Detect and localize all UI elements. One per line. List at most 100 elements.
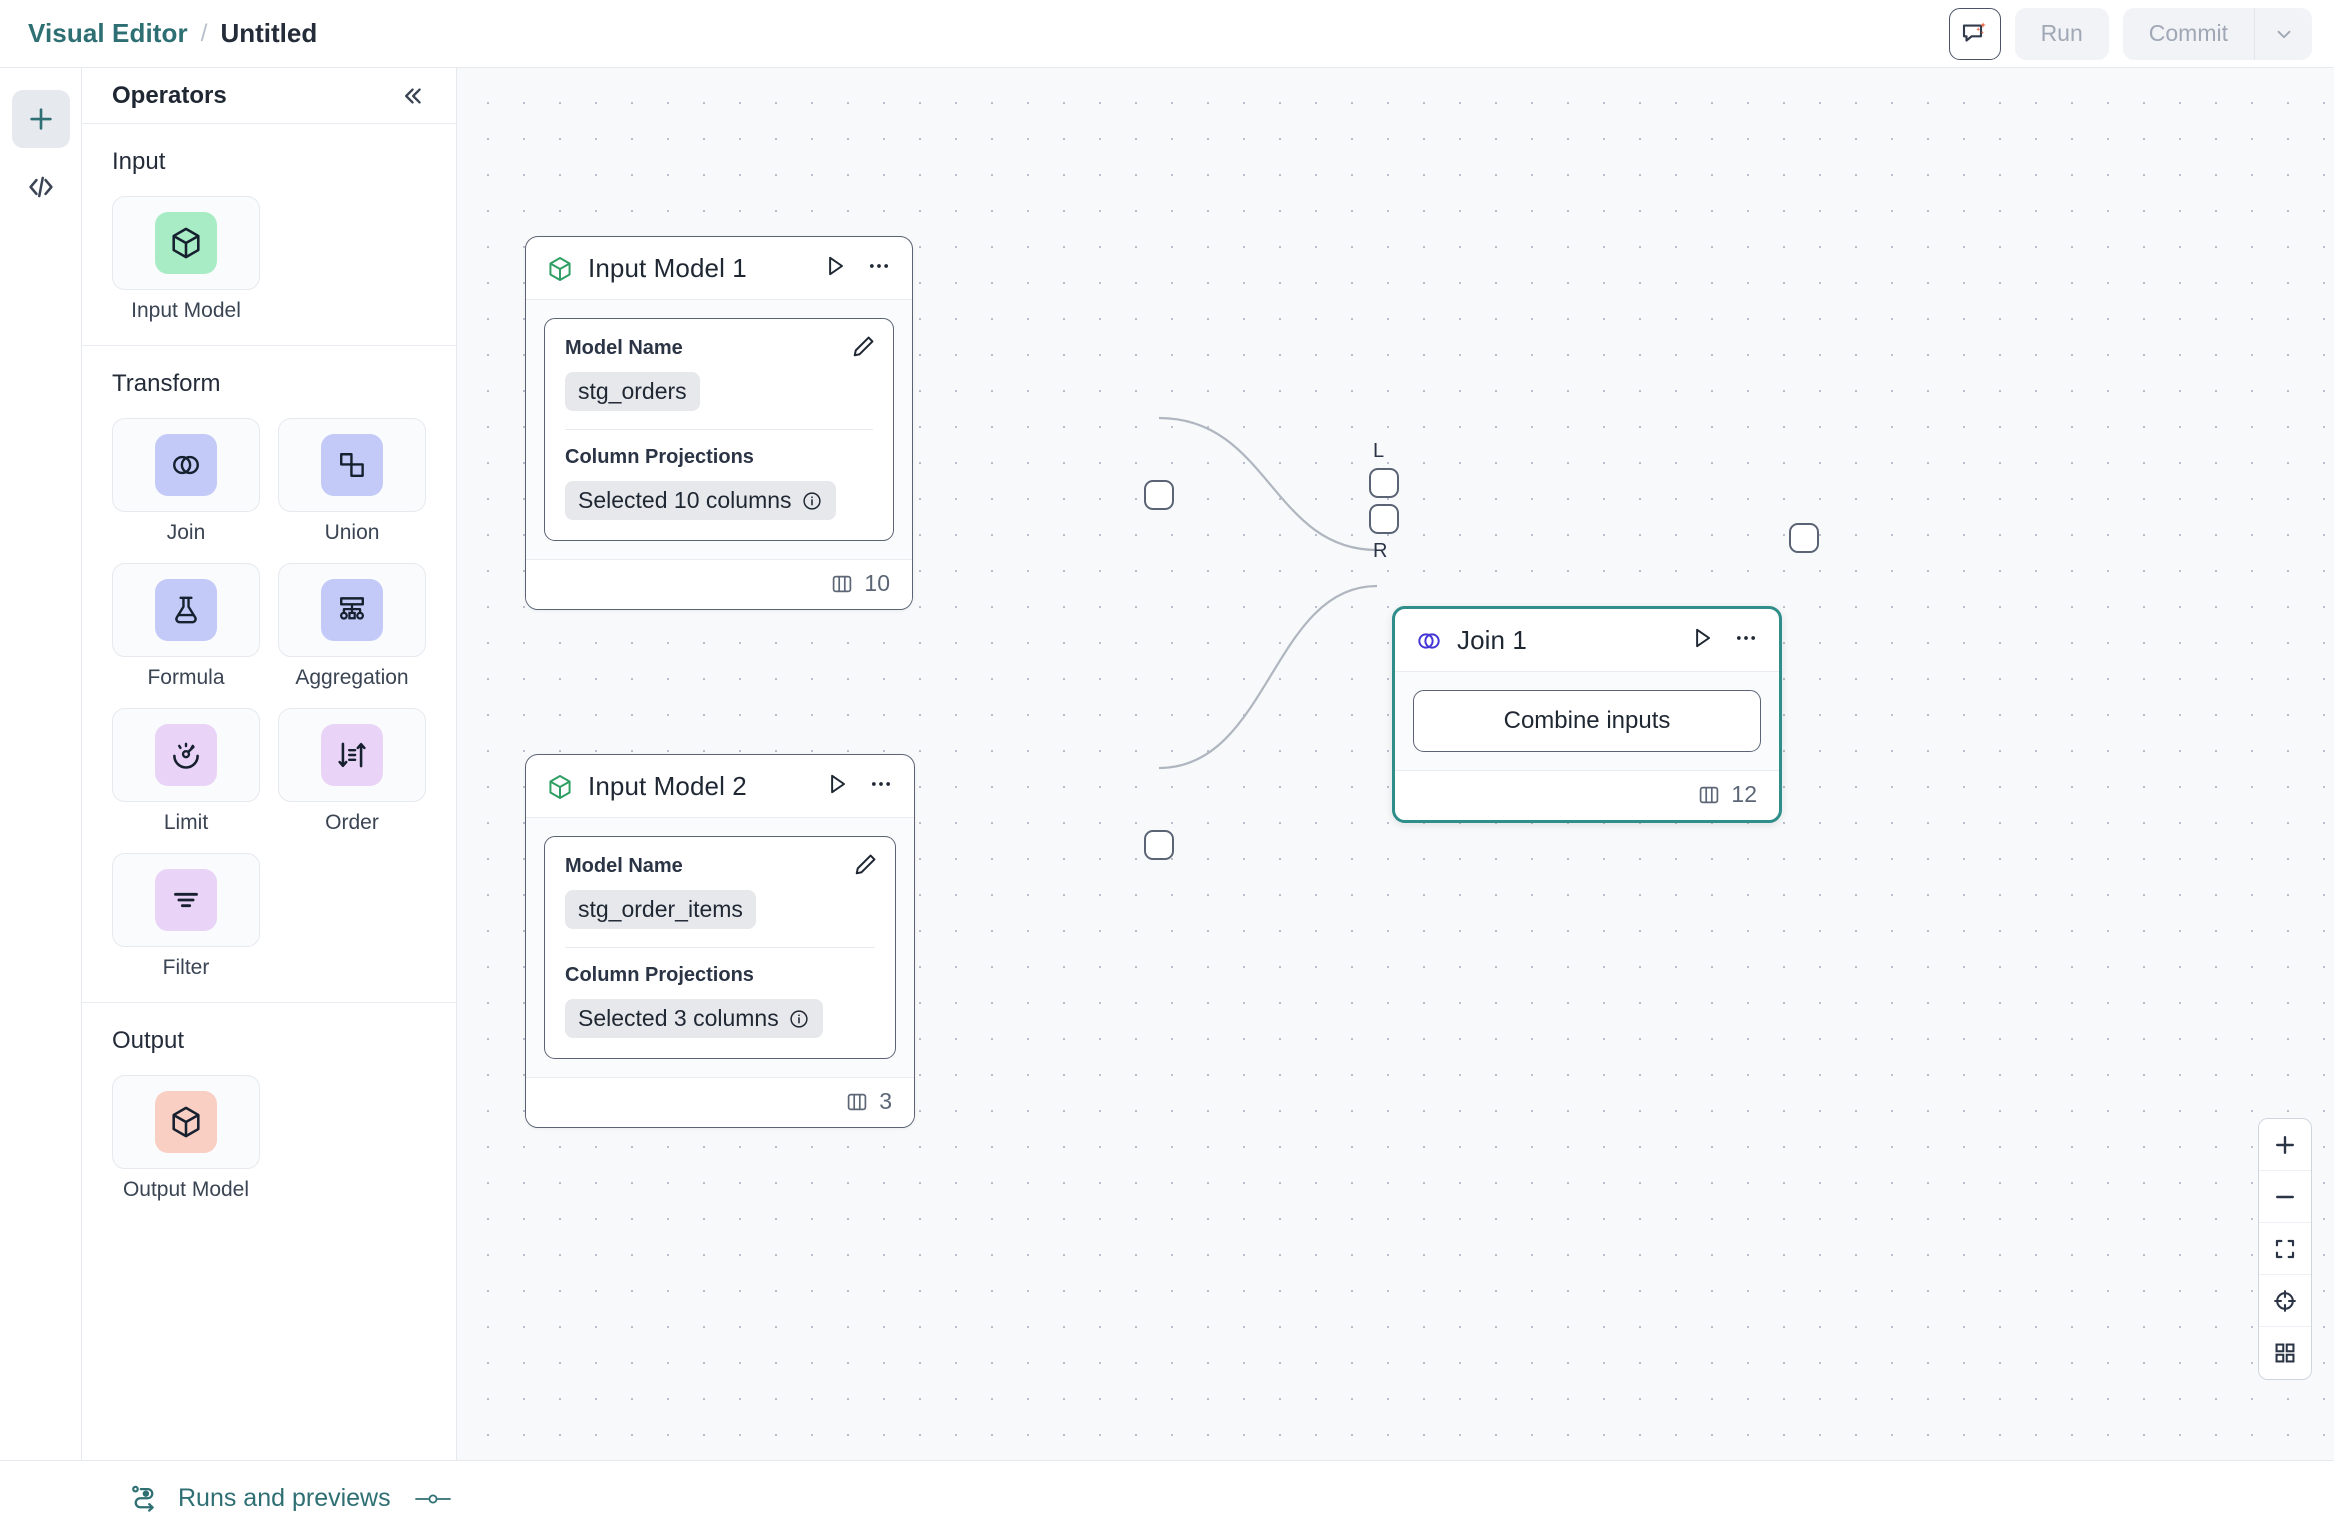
operators-section-input: Input Input Model xyxy=(82,124,456,346)
zoom-in-button[interactable] xyxy=(2259,1119,2311,1171)
operator-union[interactable]: Union xyxy=(278,418,426,545)
columns-icon xyxy=(833,575,852,592)
breadcrumb: Visual Editor / Untitled xyxy=(28,18,317,49)
node-column-count: 3 xyxy=(879,1088,892,1114)
field-label-column-projections: Column Projections xyxy=(565,964,754,986)
node-menu-button[interactable] xyxy=(866,253,892,284)
node-header-actions xyxy=(824,771,894,802)
play-icon xyxy=(829,256,844,276)
operator-tile xyxy=(112,418,260,512)
port-label-left: L xyxy=(1373,440,1385,462)
port-input-join-right[interactable] xyxy=(1369,504,1399,534)
node-input-model-1[interactable]: Input Model 1 xyxy=(525,236,913,610)
port-input-join-left[interactable] xyxy=(1369,468,1399,498)
edit-model-button[interactable] xyxy=(849,333,877,366)
node-run-button[interactable] xyxy=(822,253,848,284)
gauge-icon xyxy=(173,742,199,769)
pencil-icon xyxy=(855,854,876,875)
operator-tile xyxy=(112,196,260,290)
node-header-actions xyxy=(822,253,892,284)
chevrons-left-icon xyxy=(405,87,421,104)
column-projections-chip[interactable]: Selected 3 columns xyxy=(565,999,823,1038)
section-title-transform: Transform xyxy=(112,370,221,397)
divider xyxy=(565,947,875,948)
node-menu-button[interactable] xyxy=(868,771,894,802)
operator-input-model[interactable]: Input Model xyxy=(112,196,260,323)
operator-label: Filter xyxy=(162,956,210,979)
breadcrumb-root[interactable]: Visual Editor xyxy=(28,18,188,48)
column-projections-chip[interactable]: Selected 10 columns xyxy=(565,481,836,520)
grid-toggle-icon xyxy=(2275,1343,2295,1363)
column-projections-value: Selected 10 columns xyxy=(578,487,792,513)
field-label-model-name: Model Name xyxy=(565,337,683,359)
ai-chat-sparkle-icon-button[interactable] xyxy=(1948,7,2001,60)
node-input-model-2[interactable]: Input Model 2 xyxy=(525,754,915,1128)
node-run-button[interactable] xyxy=(824,771,850,802)
operator-swatch xyxy=(155,212,217,274)
recenter-button[interactable] xyxy=(2259,1275,2311,1327)
zoom-out-button[interactable] xyxy=(2259,1171,2311,1223)
more-horizontal-icon xyxy=(872,782,890,786)
node-header: Input Model 2 xyxy=(526,755,914,817)
commit-dropdown-button[interactable] xyxy=(2254,7,2312,60)
columns-icon xyxy=(1700,786,1719,803)
fit-screen-button[interactable] xyxy=(2259,1223,2311,1275)
top-bar-actions: Run Commit xyxy=(1948,7,2312,60)
commit-button-group: Commit xyxy=(2122,7,2312,60)
operator-swatch xyxy=(155,869,217,931)
runs-and-previews-button[interactable]: Runs and previews xyxy=(128,1483,391,1515)
operator-order[interactable]: Order xyxy=(278,708,426,835)
commit-button[interactable]: Commit xyxy=(2123,8,2254,60)
union-shapes-icon xyxy=(340,453,364,477)
runs-flow-icon xyxy=(132,1485,154,1512)
breadcrumb-current[interactable]: Untitled xyxy=(220,18,318,48)
operator-label: Limit xyxy=(163,811,209,834)
more-horizontal-icon xyxy=(1737,636,1755,640)
node-footer: 12 xyxy=(1395,770,1779,820)
port-output-input-model-1[interactable] xyxy=(1144,480,1174,510)
grid-toggle-button[interactable] xyxy=(2259,1327,2311,1379)
main-area: Operators Input xyxy=(0,68,2334,1460)
node-menu-button[interactable] xyxy=(1733,625,1759,656)
node-join-1[interactable]: Join 1 xyxy=(1392,606,1782,823)
node-header-actions xyxy=(1689,625,1759,656)
combine-inputs-button[interactable]: Combine inputs xyxy=(1413,690,1761,752)
zoom-in-icon xyxy=(2276,1135,2294,1154)
top-bar: Visual Editor / Untitled Run Commit xyxy=(0,0,2334,68)
node-run-button[interactable] xyxy=(1689,625,1715,656)
join-circles-icon xyxy=(173,455,199,475)
operator-filter[interactable]: Filter xyxy=(112,853,260,980)
node-title: Input Model 1 xyxy=(588,253,747,283)
operator-limit[interactable]: Limit xyxy=(112,708,260,835)
flow-canvas[interactable]: Input Model 1 xyxy=(457,68,2334,1460)
operator-formula[interactable]: Formula xyxy=(112,563,260,690)
rail-code-button[interactable] xyxy=(12,158,70,216)
port-output-join-1[interactable] xyxy=(1789,523,1819,553)
node-body: Combine inputs xyxy=(1395,671,1779,770)
operator-tile xyxy=(278,418,426,512)
operator-tile xyxy=(112,853,260,947)
collapse-panel-button[interactable] xyxy=(392,76,432,116)
rail-add-button[interactable] xyxy=(11,90,70,148)
operator-output-model[interactable]: Output Model xyxy=(112,1075,260,1202)
node-title: Input Model 2 xyxy=(588,771,747,801)
run-button[interactable]: Run xyxy=(2014,7,2109,60)
operator-tile xyxy=(112,563,260,657)
model-name-chip[interactable]: stg_order_items xyxy=(565,890,756,929)
port-output-input-model-2[interactable] xyxy=(1144,830,1174,860)
operator-aggregation[interactable]: Aggregation xyxy=(278,563,426,690)
operators-panel-header: Operators xyxy=(82,68,456,124)
join-circles-icon xyxy=(1418,632,1440,649)
operator-join[interactable]: Join xyxy=(112,418,260,545)
operator-tile xyxy=(112,1075,260,1169)
bottom-bar: Runs and previews xyxy=(0,1460,2334,1536)
panel-resize-handle[interactable] xyxy=(413,1490,453,1508)
edit-model-button[interactable] xyxy=(851,851,879,884)
recenter-target-icon xyxy=(2274,1289,2296,1312)
operators-panel-title: Operators xyxy=(112,81,227,109)
node-header: Input Model 1 xyxy=(526,237,912,299)
operator-swatch xyxy=(155,724,217,786)
operator-label: Aggregation xyxy=(295,666,409,689)
model-name-chip[interactable]: stg_orders xyxy=(565,372,700,411)
divider xyxy=(565,429,873,430)
